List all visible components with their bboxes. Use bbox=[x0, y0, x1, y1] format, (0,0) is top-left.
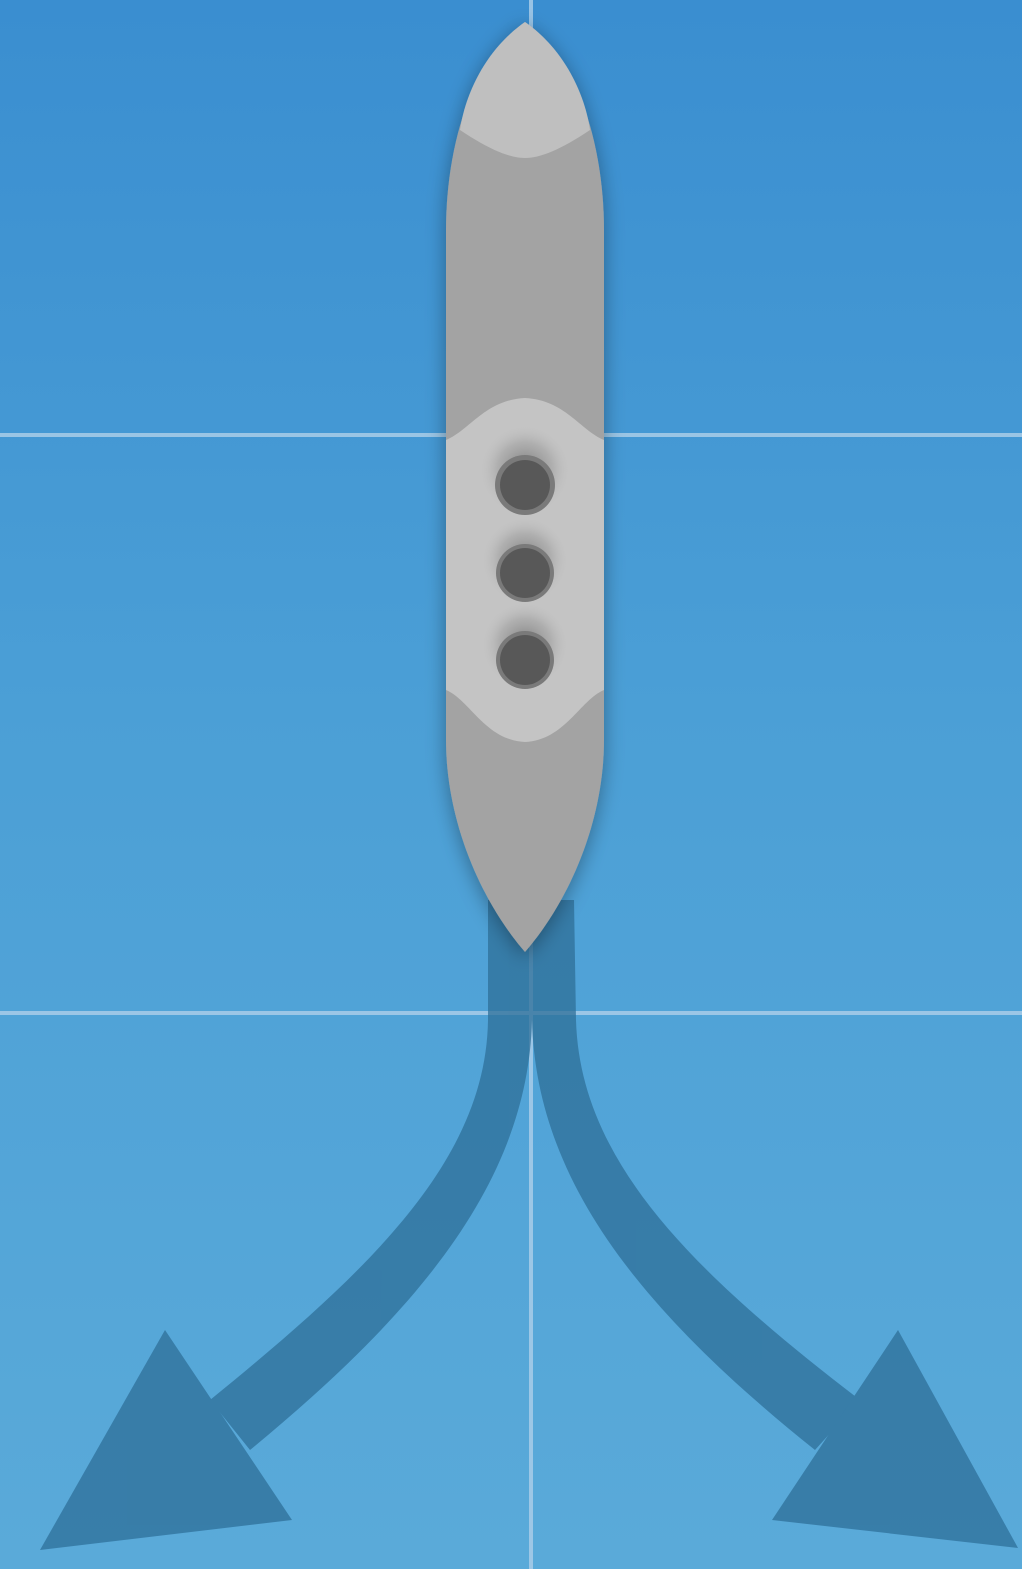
right-arrow-shaft-icon bbox=[532, 900, 860, 1450]
rocket-nose-cone bbox=[460, 22, 590, 158]
rocket-windows bbox=[479, 424, 571, 689]
rocket bbox=[446, 22, 604, 952]
left-arrow-shaft-icon bbox=[210, 900, 532, 1450]
